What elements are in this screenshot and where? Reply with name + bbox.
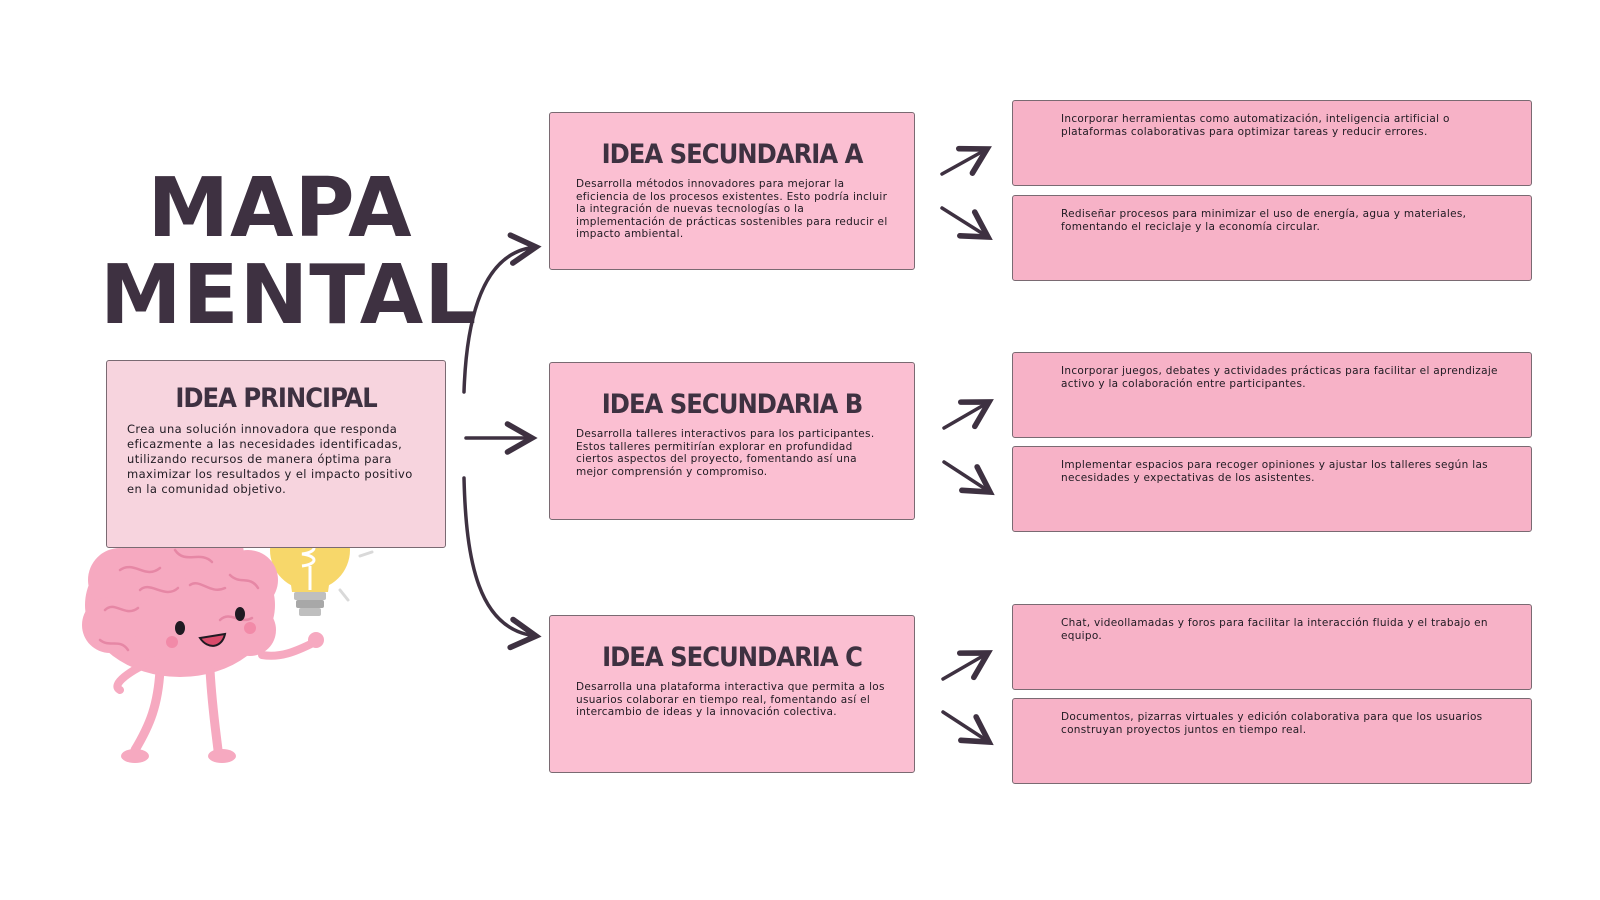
arrow-main-to-a (462, 232, 542, 394)
arrow-a-to-detail-1 (940, 145, 992, 176)
arrow-c-to-detail-1 (941, 650, 993, 681)
detail-b-1-box: Incorporar juegos, debates y actividades… (1012, 352, 1532, 438)
title-line-2: MENTAL (100, 248, 478, 343)
detail-a-2-text: Rediseñar procesos para minimizar el uso… (1061, 208, 1467, 233)
brain-character-icon (82, 510, 374, 763)
detail-b-2-text: Implementar espacios para recoger opinio… (1061, 459, 1488, 484)
secondary-idea-a-box: IDEA SECUNDARIA A Desarrolla métodos inn… (549, 112, 915, 270)
detail-c-1-text: Chat, videollamadas y foros para facilit… (1061, 617, 1488, 642)
detail-c-1-box: Chat, videollamadas y foros para facilit… (1012, 604, 1532, 690)
detail-c-2-box: Documentos, pizarras virtuales y edición… (1012, 698, 1532, 784)
title-line-1: MAPA (147, 161, 413, 256)
brain-body (82, 521, 324, 763)
detail-a-1-box: Incorporar herramientas como automatizac… (1012, 100, 1532, 186)
secondary-idea-b-heading: IDEA SECUNDARIA B (601, 389, 864, 420)
arrow-a-to-detail-2 (940, 206, 993, 241)
secondary-idea-b-box: IDEA SECUNDARIA B Desarrolla talleres in… (549, 362, 915, 520)
detail-b-2-box: Implementar espacios para recoger opinio… (1012, 446, 1532, 532)
detail-a-2-box: Rediseñar procesos para minimizar el uso… (1012, 195, 1532, 281)
arrow-b-to-detail-2 (942, 460, 995, 496)
main-idea-box: IDEA PRINCIPAL Crea una solución innovad… (106, 360, 446, 548)
secondary-idea-c-heading: IDEA SECUNDARIA C (602, 642, 863, 673)
main-idea-heading: IDEA PRINCIPAL (175, 383, 377, 414)
arrow-c-to-detail-2 (941, 710, 994, 746)
secondary-idea-b-text: Desarrolla talleres interactivos para lo… (576, 428, 875, 478)
arrow-main-to-c (462, 476, 542, 651)
arrow-b-to-detail-1 (942, 399, 994, 430)
detail-c-2-text: Documentos, pizarras virtuales y edición… (1061, 711, 1483, 736)
detail-b-1-text: Incorporar juegos, debates y actividades… (1061, 365, 1498, 390)
detail-a-1-text: Incorporar herramientas como automatizac… (1061, 113, 1450, 138)
secondary-idea-c-text: Desarrolla una plataforma interactiva qu… (576, 681, 885, 718)
main-idea-text: Crea una solución innovadora que respond… (127, 422, 413, 496)
secondary-idea-c-box: IDEA SECUNDARIA C Desarrolla una platafo… (549, 615, 915, 773)
secondary-idea-a-text: Desarrolla métodos innovadores para mejo… (576, 178, 888, 240)
secondary-idea-a-heading: IDEA SECUNDARIA A (601, 139, 864, 170)
